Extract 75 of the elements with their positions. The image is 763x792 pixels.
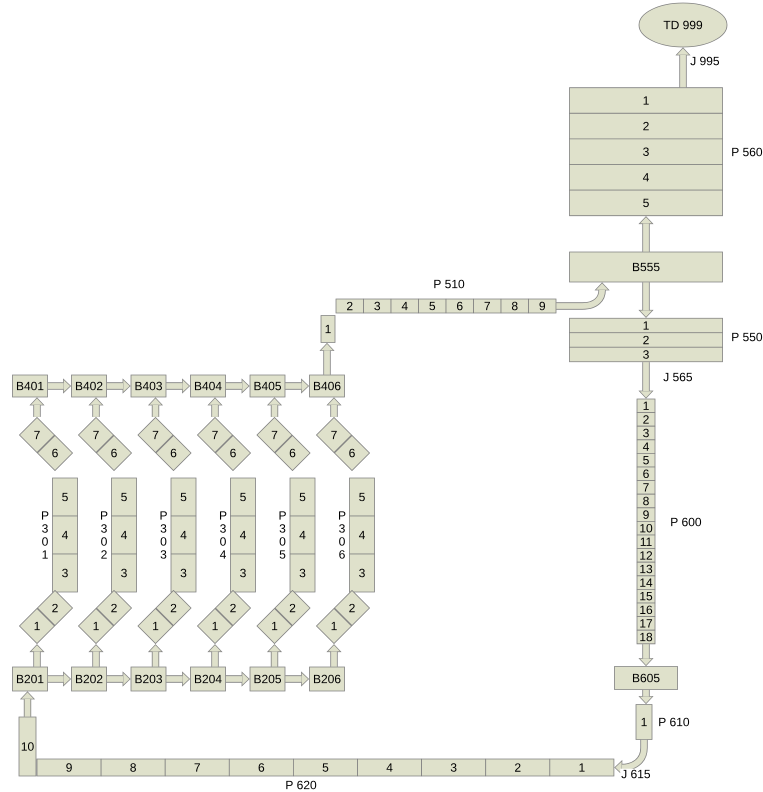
- segment-cell: 4: [357, 758, 422, 776]
- edge-label: J 615: [620, 768, 652, 780]
- segment-cell: 5: [290, 478, 316, 516]
- segment-cell: 3: [170, 554, 196, 592]
- segment-cell: 1: [569, 87, 723, 114]
- pipe-label: P 610: [659, 718, 690, 726]
- segment-cell: 4: [52, 516, 78, 554]
- pipe-label: P302: [101, 511, 108, 559]
- segment-cell: 3: [569, 138, 723, 165]
- segment-cell: 8: [636, 494, 656, 508]
- segment-cell: 8: [500, 298, 529, 314]
- segment-cell: 5: [52, 478, 78, 516]
- segment-cell: 3: [230, 554, 256, 592]
- pipe-label: P 560: [732, 148, 762, 156]
- segment-cell: 2: [569, 332, 723, 348]
- segment-cell: 18: [636, 630, 656, 644]
- segment-cell: 4: [349, 516, 375, 554]
- segment-cell: 2: [485, 758, 550, 776]
- segment-cell: 4: [170, 516, 196, 554]
- edge-label: J 565: [662, 372, 694, 382]
- segment-cell: 14: [636, 575, 656, 590]
- segment-cell: 5: [170, 478, 196, 516]
- segment-cell: 6: [446, 298, 474, 314]
- segment-cell: 7: [164, 758, 230, 776]
- segment-cell: 2: [636, 412, 656, 427]
- segment-cell: 3: [421, 758, 486, 776]
- segment-cell: 17: [636, 616, 656, 631]
- segment-cell: 3: [363, 298, 392, 314]
- segment-cell: 6: [228, 758, 294, 776]
- segment-cell: 10: [636, 521, 656, 536]
- segment-cell: 5: [293, 758, 358, 776]
- segment-cell: 7: [636, 480, 656, 495]
- segment-cell: 3: [290, 554, 316, 592]
- segment-cell: 3: [636, 426, 656, 440]
- segment-cell: 9: [36, 758, 102, 776]
- segment-cell: 4: [290, 516, 316, 554]
- segment-cell: 10: [18, 716, 36, 776]
- segment-cell: 15: [636, 589, 656, 604]
- segment-cell: 5: [111, 478, 137, 516]
- segment-cell: 3: [569, 346, 723, 362]
- segment-cell: 3: [111, 554, 137, 592]
- pipe-label: P 550: [732, 332, 762, 342]
- segment-cell: 4: [390, 298, 419, 314]
- pipe-label: P306: [339, 511, 346, 559]
- pipe-label: P 510: [434, 280, 464, 288]
- segment-cell: 16: [636, 602, 656, 617]
- segment-cell: 7: [473, 298, 502, 314]
- segment-cell: 4: [569, 164, 723, 190]
- segment-cell: 12: [636, 548, 656, 563]
- segment-cell: 5: [418, 298, 446, 314]
- segment-cell: 5: [230, 478, 256, 516]
- pipe-label: P301: [42, 511, 48, 559]
- edge-label: J 995: [689, 56, 721, 66]
- segment-cell: 6: [636, 466, 656, 481]
- segment-cell: 5: [636, 453, 656, 468]
- segment-cell: 4: [636, 439, 656, 454]
- pipe-label: P304: [220, 511, 226, 559]
- pipe-label: P 620: [286, 780, 316, 790]
- segment-cell: 8: [100, 758, 166, 776]
- segment-cell: 5: [349, 478, 375, 516]
- segment-cell: 13: [636, 562, 656, 576]
- segment-cell: 4: [230, 516, 256, 554]
- segment-cell: 4: [111, 516, 137, 554]
- segment-cell: 2: [336, 298, 364, 314]
- pipe-label: P303: [160, 511, 167, 559]
- block-arrow: [614, 740, 648, 776]
- segment-cell: 9: [636, 507, 656, 522]
- pipe-label: P 600: [671, 518, 702, 526]
- pipe-label: P305: [280, 511, 286, 559]
- segment-cell: 3: [52, 554, 78, 592]
- segment-cell: 11: [636, 534, 656, 549]
- segment-cell: 2: [569, 112, 723, 140]
- block-box: B555: [569, 252, 723, 282]
- segment-cell: 3: [349, 554, 375, 592]
- segment-cell: 9: [528, 298, 556, 314]
